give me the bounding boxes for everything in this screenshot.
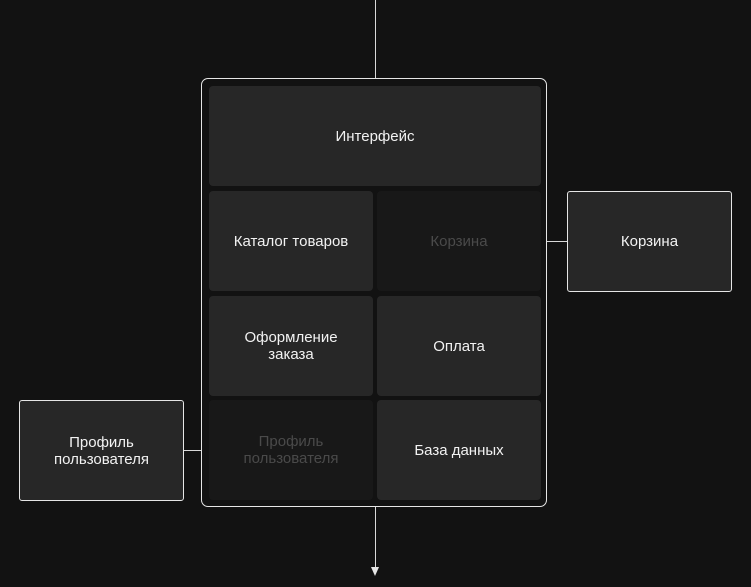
profile-placeholder-label: Профиль пользователя bbox=[243, 433, 339, 467]
cart-external-block: Корзина bbox=[567, 191, 732, 292]
profile-connector-line bbox=[183, 450, 201, 451]
bottom-connector-line bbox=[375, 507, 376, 569]
profile-external-block: Профиль пользователя bbox=[19, 400, 184, 501]
profile-placeholder-block: Профиль пользователя bbox=[209, 400, 373, 500]
cart-external-label: Корзина bbox=[620, 233, 679, 250]
interface-label: Интерфейс bbox=[335, 127, 415, 145]
database-block: База данных bbox=[377, 400, 541, 500]
cart-placeholder-block: Корзина bbox=[377, 191, 541, 291]
profile-external-label: Профиль пользователя bbox=[54, 433, 149, 468]
down-arrow-icon bbox=[371, 567, 379, 576]
payment-block: Оплата bbox=[377, 296, 541, 396]
checkout-block: Оформление заказа bbox=[209, 296, 373, 396]
checkout-label: Оформление заказа bbox=[244, 329, 338, 363]
cart-connector-line bbox=[547, 241, 568, 242]
system-container bbox=[201, 78, 547, 507]
interface-block: Интерфейс bbox=[209, 86, 541, 186]
top-connector-line bbox=[375, 0, 376, 78]
database-label: База данных bbox=[414, 441, 504, 459]
catalog-label: Каталог товаров bbox=[233, 232, 349, 250]
catalog-block: Каталог товаров bbox=[209, 191, 373, 291]
cart-placeholder-label: Корзина bbox=[430, 232, 488, 250]
payment-label: Оплата bbox=[433, 337, 485, 355]
